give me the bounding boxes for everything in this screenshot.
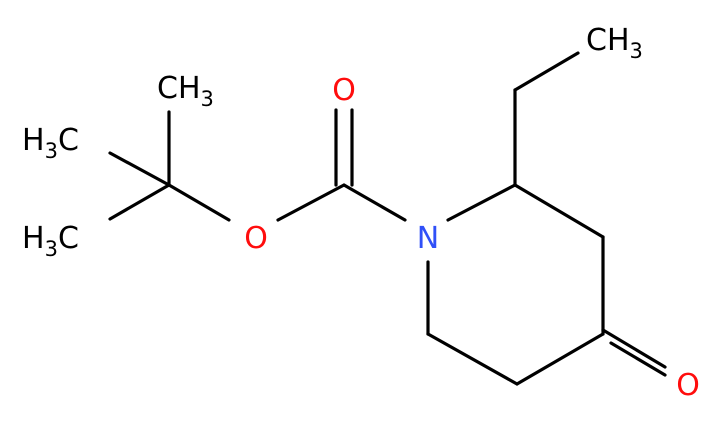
bond-n-c2 <box>446 183 517 222</box>
bonds <box>108 51 667 386</box>
label-ch3-ethyl: CH3 <box>586 23 643 63</box>
label-h3c-1: H3C <box>22 123 79 163</box>
bond-c5-c6 <box>426 332 519 386</box>
bond-cq-h3c1 <box>108 151 171 187</box>
label-h3c-2: H3C <box>22 221 79 261</box>
label-oxygen-ester: O <box>244 221 268 256</box>
label-ch3-top-left: CH3 <box>157 71 214 111</box>
bond-cq-h3c2 <box>108 183 171 221</box>
label-oxygen-ketone: O <box>676 368 700 403</box>
bond-c4-oketone-a <box>601 328 667 369</box>
bond-oester-ccarb <box>276 183 346 222</box>
bond-ch2-ch3 <box>513 51 580 92</box>
bond-c4-oketone-b <box>609 341 667 377</box>
bond-cq-oester <box>167 183 231 222</box>
label-nitrogen: N <box>417 221 439 256</box>
atom-labels: CH3 H3C H3C CH3 O O N O <box>22 23 700 403</box>
label-oxygen-carbonyl: O <box>332 73 356 108</box>
bond-c2-c3 <box>513 183 605 239</box>
bond-ccarb-n <box>342 183 407 222</box>
bond-c4-c5 <box>515 332 605 386</box>
